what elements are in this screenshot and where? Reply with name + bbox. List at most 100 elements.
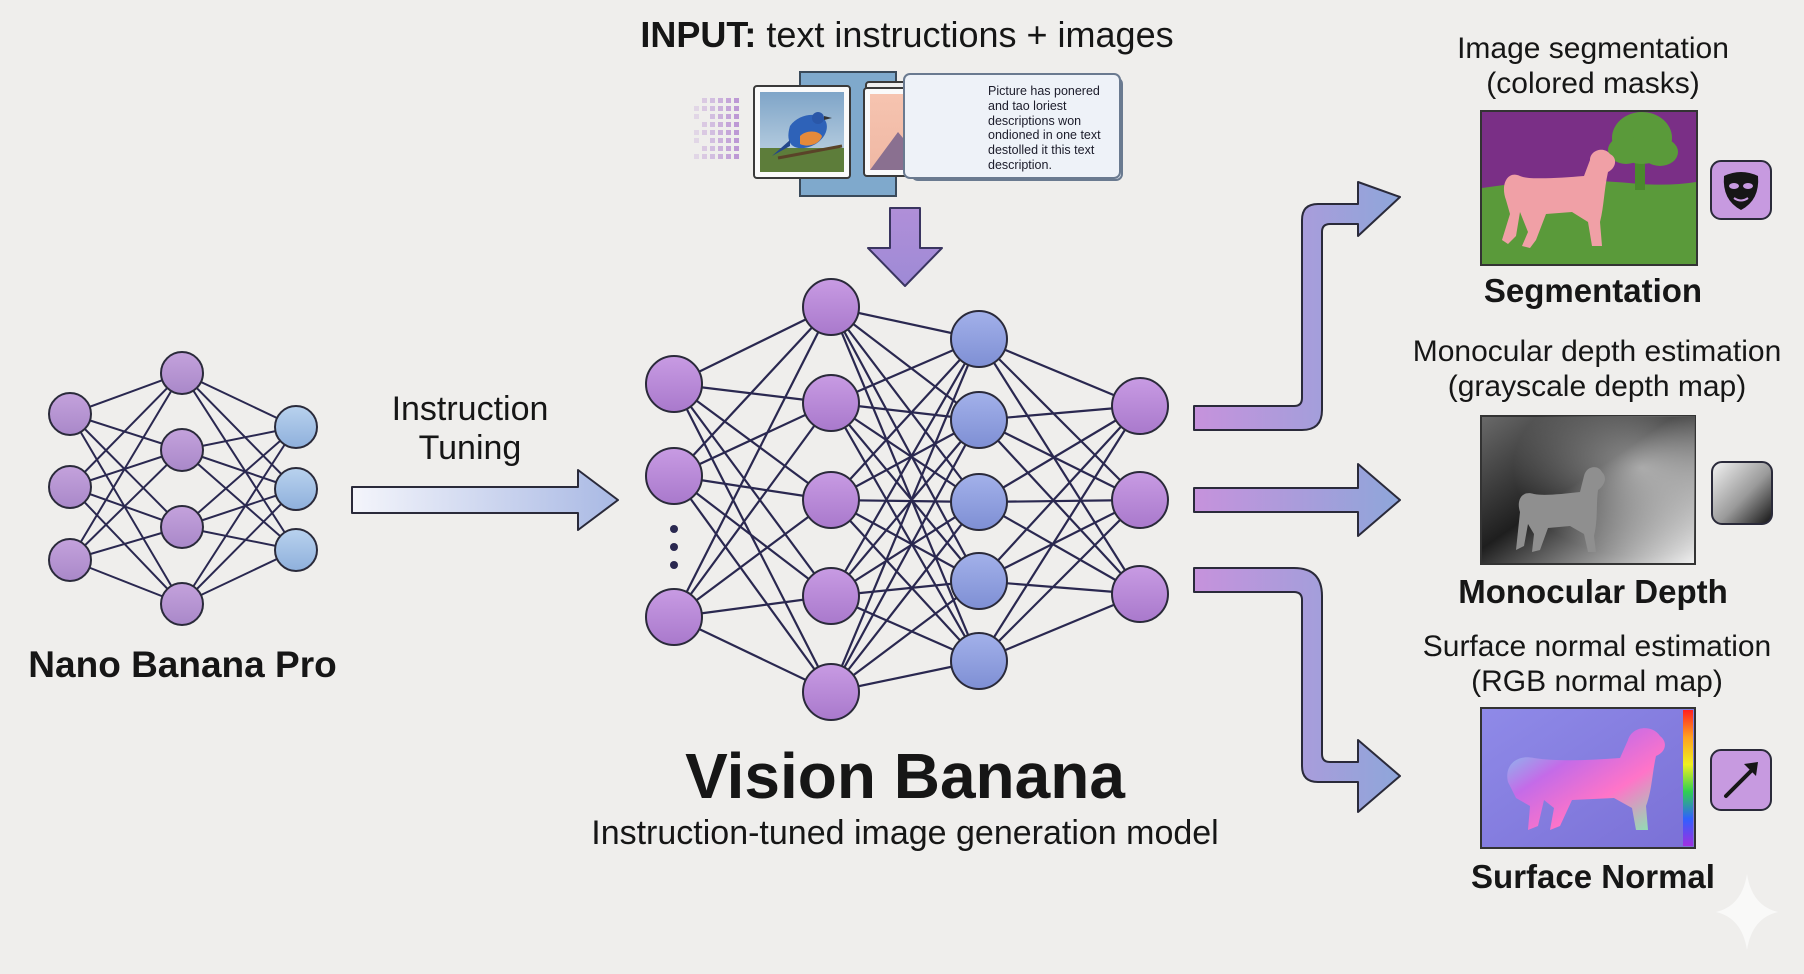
pixel-dot	[702, 122, 707, 127]
nano-net-edge	[181, 372, 297, 551]
nano-net-node	[274, 528, 318, 572]
vision-net-edge	[673, 383, 832, 597]
segmentation-title-line-2: (colored masks)	[1486, 66, 1700, 100]
depth-output-arrow	[1193, 463, 1401, 537]
pixel-dot	[718, 106, 723, 111]
vision-net-edge	[829, 338, 981, 693]
segmentation-title-line-1: Image segmentation	[1457, 32, 1729, 65]
vision-net-node	[950, 552, 1008, 610]
pixel-dot	[734, 154, 739, 159]
vision-net-edge	[830, 402, 980, 582]
nano-net-node	[160, 582, 204, 626]
vision-net-edge	[673, 383, 832, 693]
segmentation-image	[1480, 110, 1698, 266]
vision-net-edge	[978, 501, 1141, 595]
normal-caption: Surface Normal	[1471, 858, 1715, 895]
pixel-dot	[710, 114, 715, 119]
pixel-dot	[718, 98, 723, 103]
vision-banana-network	[645, 278, 1169, 721]
text-line: descriptions won	[988, 113, 1082, 128]
vision-net-node	[802, 471, 860, 529]
depth-title-line-2: (grayscale depth map)	[1447, 369, 1747, 403]
vision-net-edge	[830, 419, 980, 693]
vision-net-edge	[978, 405, 1141, 662]
text-line: Picture has ponered	[988, 84, 1100, 98]
nano-banana-pro-label: Nano Banana Pro	[28, 644, 337, 685]
vision-net-edge	[830, 419, 980, 597]
pixel-dot	[718, 146, 723, 151]
input-label-rest: text instructions + images	[756, 14, 1174, 55]
depth-gradient-icon	[1711, 461, 1773, 525]
nano-net-edge	[181, 488, 297, 605]
vision-net-edge	[830, 501, 980, 597]
vision-net-edge	[673, 402, 832, 618]
nano-net-edge	[69, 449, 183, 561]
pixel-dot	[734, 130, 739, 135]
vision-net-edge	[673, 383, 832, 501]
vision-net-node	[950, 391, 1008, 449]
text-line: destolled it this text	[988, 143, 1095, 157]
nano-net-node	[160, 505, 204, 549]
pixel-dot	[726, 130, 731, 135]
normal-arrow-icon	[1710, 749, 1772, 811]
pixel-dot	[702, 146, 707, 151]
vision-net-edge	[978, 499, 1141, 662]
vision-net-edge	[978, 338, 1141, 595]
pixel-dot	[734, 146, 739, 151]
nano-net-node	[48, 465, 92, 509]
pixel-dot	[726, 106, 731, 111]
pixel-dot	[718, 122, 723, 127]
depth-caption: Monocular Depth	[1458, 573, 1728, 610]
vision-net-edge	[978, 419, 1141, 595]
nano-net-node	[274, 467, 318, 511]
pixel-dot	[718, 130, 723, 135]
nano-net-edge	[69, 372, 183, 561]
vision-net-edge	[830, 338, 980, 597]
vision-net-node	[950, 632, 1008, 690]
depth-title: Monocular depth estimation (grayscale de…	[1397, 335, 1797, 404]
pixel-dot	[734, 138, 739, 143]
pixel-dot	[694, 106, 699, 111]
depth-image	[1480, 415, 1696, 565]
vision-banana-subtitle: Instruction-tuned image generation model	[591, 814, 1219, 852]
normal-title-line-1: Surface normal estimation	[1422, 630, 1772, 663]
instruction-tuning-label: Instruction Tuning	[355, 390, 585, 468]
bird-image-icon	[772, 112, 843, 160]
pixel-dot	[718, 114, 723, 119]
nano-net-node	[48, 538, 92, 582]
vision-net-edge	[673, 306, 832, 618]
vision-net-edge	[830, 338, 980, 501]
vision-net-node	[645, 355, 703, 413]
nano-net-edge	[181, 426, 297, 528]
nano-net-edge	[181, 372, 297, 490]
pixel-dot	[702, 106, 707, 111]
pixel-dot	[710, 138, 715, 143]
pixel-dot	[734, 106, 739, 111]
input-label: INPUT: text instructions + images	[602, 14, 1212, 55]
vision-net-edge	[830, 499, 980, 662]
nano-net-node	[160, 428, 204, 472]
nano-net-node	[160, 351, 204, 395]
vision-net-node	[1111, 471, 1169, 529]
input-image-stack	[753, 71, 1123, 197]
pixel-dot	[710, 146, 715, 151]
vision-net-edge	[673, 306, 832, 477]
vision-net-edge	[978, 592, 1141, 663]
mask-icon	[1710, 160, 1772, 220]
depth-title-line-1: Monocular depth estimation	[1412, 335, 1782, 368]
segmentation-caption: Segmentation	[1483, 272, 1703, 309]
pixel-dot	[726, 146, 731, 151]
vision-net-edge	[978, 405, 1141, 582]
nano-banana-pro-network	[48, 351, 318, 626]
vision-net-node	[645, 447, 703, 505]
nano-net-edge	[69, 372, 183, 488]
vision-net-edge	[830, 402, 980, 503]
pixel-dot	[702, 130, 707, 135]
pixel-dot	[718, 138, 723, 143]
pixel-dot	[694, 130, 699, 135]
segmentation-title: Image segmentation (colored masks)	[1393, 32, 1793, 101]
normal-title: Surface normal estimation (RGB normal ma…	[1397, 630, 1797, 699]
vision-net-edge	[830, 580, 980, 693]
